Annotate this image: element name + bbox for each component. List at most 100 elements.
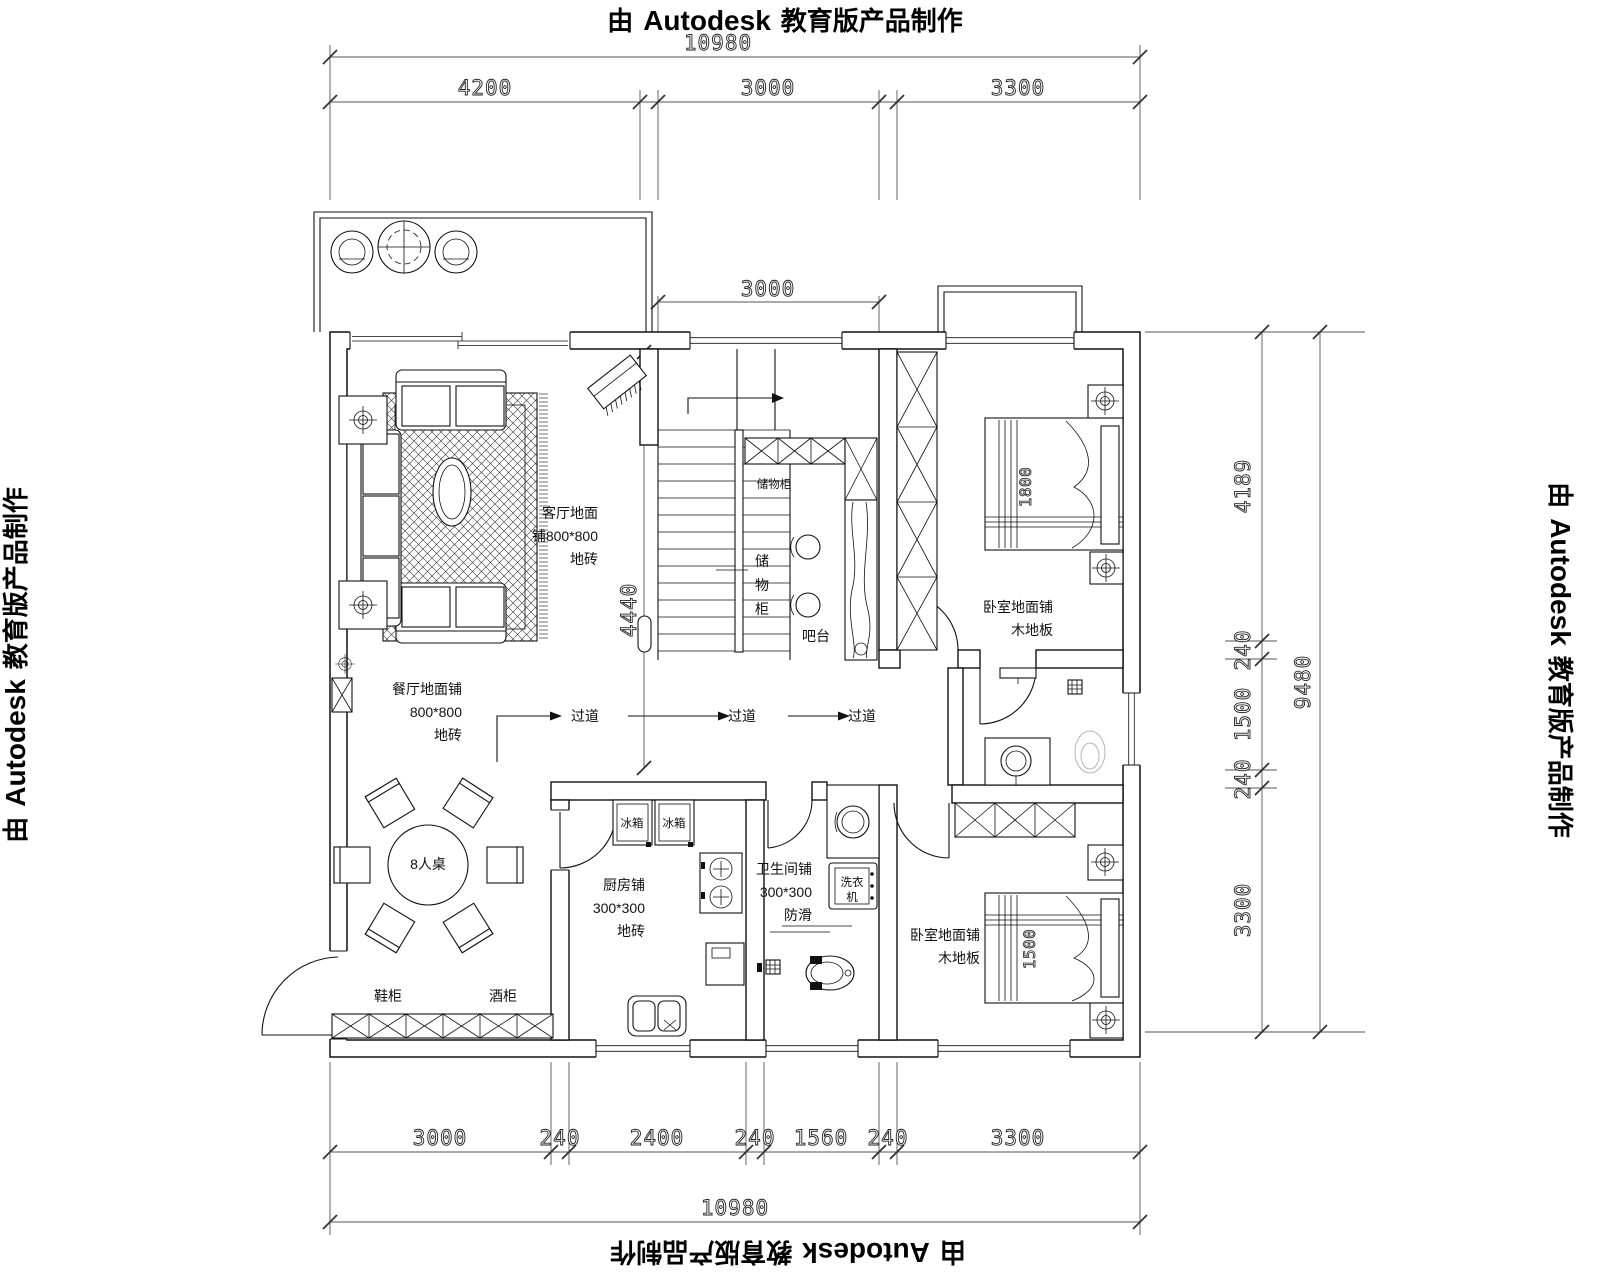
fridge-label: 冰箱 [663,816,686,830]
dim-bot-2400: 2400 [630,1126,685,1150]
balcony-chair-icon [434,230,478,274]
wall-hall-top-1 [878,649,901,669]
wall-pier [811,781,828,801]
fridge-icon [612,799,653,846]
dining-chair-icon [442,902,494,954]
bar-stool-icon [795,534,821,560]
fridge-label: 冰箱 [621,816,644,830]
bedroom2-door-icon [893,802,950,859]
bathroom-label-2: 300*300 [760,884,812,900]
cooktop-icon [699,852,743,914]
dining-chair-icon [364,902,416,954]
wall-hall-top-3 [1035,649,1124,669]
kitchen-cabinet [705,942,745,986]
dim-bot-1560: 1560 [794,1126,849,1150]
dim-top-3000: 3000 [741,76,796,100]
stair-handrail [734,429,744,653]
kitchen-sink-icon [627,995,687,1037]
wardrobe [896,351,938,651]
dining-table-icon [387,824,469,906]
nightstand [1087,844,1124,881]
doormat-icon [586,354,648,416]
furniture-labels: 8人桌 鞋柜 酒柜 冰箱 冰箱 洗衣 机 吧台 储物柜 储 物 柜 过道 过道 … [374,466,1039,1004]
washer-label-2: 机 [846,890,858,904]
watermark-prefix: 由 [1,817,31,843]
wall-hall-top-2 [957,649,981,669]
dim-right-1500: 1500 [1231,687,1255,742]
floor-drain-icon [757,959,781,975]
washbasin-icon [826,784,880,859]
bathroom [757,784,880,991]
bedroom-bottom [954,802,1124,1039]
dim-bot-3000: 3000 [413,1126,468,1150]
rug-fringe [539,393,548,641]
sofa-two-seat-top [395,369,507,431]
dim-bottom-overall: 10980 [701,1196,769,1220]
stair-up-arrow-icon [687,393,784,414]
dining-table-label: 8人桌 [410,856,446,872]
dining-area [331,777,554,1039]
dim-top-4200: 4200 [458,76,513,100]
dining-label-2: 800*800 [410,704,462,720]
kitchen-label-3: 地砖 [617,923,645,939]
dim-right-4189: 4189 [1231,459,1255,514]
wall-bathroom-right [878,784,898,1041]
watermark-brand: Autodesk [802,1237,930,1268]
watermark-suffix: 教育版产品制作 [610,1237,792,1267]
watermark-brand: Autodesk [643,5,771,36]
washbasin-icon [984,737,1051,786]
entry-door-icon [261,956,339,1036]
washing-machine-icon [828,862,878,910]
ensuite-door-icon [979,667,1037,725]
stair-rail-end [637,615,652,653]
dim-right-240a: 240 [1231,630,1255,671]
kitchen-label-2: 300*300 [593,900,645,916]
wall-stair-left [639,348,659,446]
sofa-two-seat-bottom [395,582,507,644]
dim-bot-240c: 240 [868,1126,909,1150]
bedroom-bottom-label-2: 木地板 [938,950,980,966]
watermark-prefix: 由 [1545,482,1575,508]
ensuite-bathroom [984,667,1106,786]
watermark-brand: Autodesk [0,679,31,807]
bathroom-door-icon [767,799,813,849]
balcony-chair-icon [330,230,374,274]
living-label-1: 客厅地面 [542,505,598,521]
storage-v-label-2: 物 [755,577,769,593]
room-labels: 客厅地面 铺800*800 地砖 餐厅地面铺 800*800 地砖 厨房铺 30… [392,505,1053,966]
bedroom-top-label-2: 木地板 [1011,622,1053,638]
dim-bot-3300: 3300 [991,1126,1046,1150]
toilet-icon [1074,730,1106,774]
bedroom-bottom-label-1: 卧室地面铺 [910,927,980,943]
dining-chair-icon [364,777,416,829]
bar-counter [844,499,878,661]
dining-label-3: 地砖 [434,727,462,743]
dining-label-1: 餐厅地面铺 [392,681,462,697]
bed-icon [984,417,1124,551]
dimension-layer: 10980 4200 3000 3300 3000 4440 4189 240 … [322,31,1365,1235]
wall-bedroom2-top [951,784,1124,804]
watermark-brand: Autodesk [1545,518,1576,646]
kitchen [612,799,745,1037]
dining-chair-icon [442,777,494,829]
dim-stair-4440: 4440 [617,583,641,638]
dim-window-3000: 3000 [741,277,796,301]
corridor-label: 过道 [571,708,599,724]
bed-bottom-size-label: 1500 [1020,929,1039,970]
watermark-suffix: 教育版产品制作 [1,487,31,669]
outer-walls [329,331,1141,1058]
storage-label: 储物柜 [757,477,792,491]
dim-right-240b: 240 [1231,759,1255,800]
bedroom-top-label-1: 卧室地面铺 [983,599,1053,615]
staircase [637,349,791,660]
nightstand [1087,384,1124,419]
corridor-label: 过道 [728,708,756,724]
wine-cabinet-label: 酒柜 [489,988,517,1004]
bed-top-size-label: 1800 [1016,467,1035,508]
fridge-icon [654,799,695,846]
bar-label: 吧台 [802,628,830,644]
dim-bot-240a: 240 [540,1126,581,1150]
floor-drain-icon [1067,679,1083,695]
